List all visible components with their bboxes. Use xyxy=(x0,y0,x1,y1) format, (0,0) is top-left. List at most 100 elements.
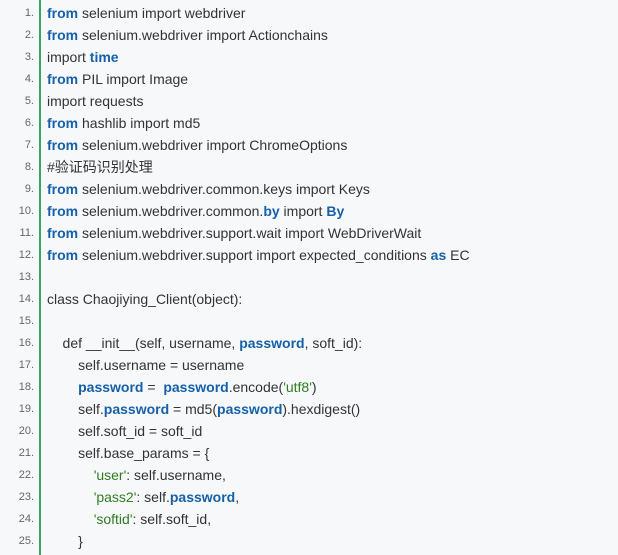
code-token xyxy=(47,489,94,505)
code-line: 3.import time xyxy=(0,46,618,68)
string-token: 'softid' xyxy=(93,511,133,527)
code-text: #验证码识别处理 xyxy=(34,156,153,178)
code-text: self.username = username xyxy=(34,354,244,376)
code-text: from selenium import webdriver xyxy=(34,2,245,24)
code-text: from selenium.webdriver import Actioncha… xyxy=(34,24,328,46)
code-token: selenium.webdriver.common. xyxy=(78,203,264,219)
code-text: from selenium.webdriver.common.keys impo… xyxy=(34,178,370,200)
code-line: 19. self.password = md5(password).hexdig… xyxy=(0,398,618,420)
code-text: class Chaojiying_Client(object): xyxy=(34,288,242,310)
code-token: PIL import Image xyxy=(78,71,189,87)
code-text: self.soft_id = soft_id xyxy=(34,420,202,442)
code-text: from selenium.webdriver.support.wait imp… xyxy=(34,222,421,244)
line-number: 1. xyxy=(24,7,34,19)
code-token xyxy=(47,467,94,483)
keyword-token: password xyxy=(169,489,236,505)
code-token: def __init__(self, username, xyxy=(47,335,240,351)
code-token: self. xyxy=(47,401,104,417)
code-token: : self. xyxy=(136,489,170,505)
code-line: 24. 'softid': self.soft_id, xyxy=(0,508,618,530)
code-line: 18. password = password.encode('utf8') xyxy=(0,376,618,398)
code-line: 5. import requests xyxy=(0,90,618,112)
line-number: 19. xyxy=(18,403,34,415)
code-line: 22. 'user': self.username, xyxy=(0,464,618,486)
line-number: 11. xyxy=(19,227,34,239)
line-number: 2. xyxy=(24,29,34,41)
keyword-token: by xyxy=(263,203,280,219)
code-line: 4.from PIL import Image xyxy=(0,68,618,90)
line-number: 24. xyxy=(18,513,34,525)
keyword-token: from xyxy=(47,203,79,219)
line-number: 8. xyxy=(24,161,34,173)
keyword-token: password xyxy=(103,401,170,417)
code-token: import requests xyxy=(47,93,144,109)
code-text: from hashlib import md5 xyxy=(34,112,200,134)
string-token: 'utf8' xyxy=(283,379,312,395)
code-token: selenium.webdriver import Actionchains xyxy=(78,27,328,43)
code-token: } xyxy=(47,533,83,549)
code-line: 16. def __init__(self, username, passwor… xyxy=(0,332,618,354)
code-token xyxy=(47,379,78,395)
code-token: import xyxy=(279,203,327,219)
code-line: 10. from selenium.webdriver.common.by imp… xyxy=(0,200,618,222)
code-line: 8. #验证码识别处理 xyxy=(0,156,618,178)
line-number: 10. xyxy=(18,205,34,217)
code-line: 25. } xyxy=(0,530,618,552)
code-text: 'softid': self.soft_id, xyxy=(34,508,211,530)
keyword-token: password xyxy=(239,335,305,351)
line-number: 21. xyxy=(18,447,34,459)
code-token: #验证码识别处理 xyxy=(47,159,153,175)
line-number: 22. xyxy=(18,469,34,481)
code-line: 11.from selenium.webdriver.support.wait … xyxy=(0,222,618,244)
code-line: 6.from hashlib import md5 xyxy=(0,112,618,134)
code-line: 23. 'pass2': self.password, xyxy=(0,486,618,508)
line-number: 15. xyxy=(18,315,34,327)
code-token: self.username = username xyxy=(47,357,245,373)
code-text: } xyxy=(34,530,83,552)
keyword-token: as xyxy=(430,247,447,263)
code-token: self.base_params = { xyxy=(47,445,210,461)
code-text: from PIL import Image xyxy=(34,68,188,90)
keyword-token: password xyxy=(163,379,229,395)
code-token: .encode( xyxy=(228,379,284,395)
code-line: 17. self.username = username xyxy=(0,354,618,376)
code-text: password = password.encode('utf8') xyxy=(34,376,317,398)
line-number: 4. xyxy=(24,73,34,85)
keyword-token: from xyxy=(47,137,79,153)
line-number: 6. xyxy=(24,117,34,129)
line-number: 18. xyxy=(18,381,34,393)
code-text: self.password = md5(password).hexdigest(… xyxy=(34,398,360,420)
keyword-token: from xyxy=(47,247,79,263)
code-line: 14.class Chaojiying_Client(object): xyxy=(0,288,618,310)
line-number: 25. xyxy=(18,535,34,547)
code-token: ) xyxy=(311,379,317,395)
line-number: 13. xyxy=(18,271,34,283)
gutter-border xyxy=(39,0,41,555)
code-token: hashlib import md5 xyxy=(78,115,201,131)
code-line: 9.from selenium.webdriver.common.keys im… xyxy=(0,178,618,200)
code-token: import xyxy=(47,49,90,65)
code-text: import requests xyxy=(34,90,143,112)
code-token: selenium.webdriver import ChromeOptions xyxy=(78,137,348,153)
code-text: self.base_params = { xyxy=(34,442,209,464)
code-text: from selenium.webdriver import ChromeOpt… xyxy=(34,134,347,156)
keyword-token: password xyxy=(217,401,283,417)
code-token: selenium.webdriver.support import expect… xyxy=(78,247,431,263)
code-line: 21. self.base_params = { xyxy=(0,442,618,464)
code-line: 13. xyxy=(0,266,618,288)
line-number: 5. xyxy=(24,95,34,107)
code-text: from selenium.webdriver.support import e… xyxy=(34,244,470,266)
keyword-token: time xyxy=(89,49,119,65)
string-token: 'user' xyxy=(93,467,127,483)
keyword-token: By xyxy=(326,203,345,219)
line-number: 16. xyxy=(18,337,34,349)
keyword-token: password xyxy=(78,379,144,395)
line-number: 20. xyxy=(18,425,34,437)
keyword-token: from xyxy=(47,115,79,131)
keyword-token: from xyxy=(47,181,79,197)
line-number: 7. xyxy=(24,139,34,151)
code-token xyxy=(47,511,94,527)
keyword-token: from xyxy=(47,27,79,43)
